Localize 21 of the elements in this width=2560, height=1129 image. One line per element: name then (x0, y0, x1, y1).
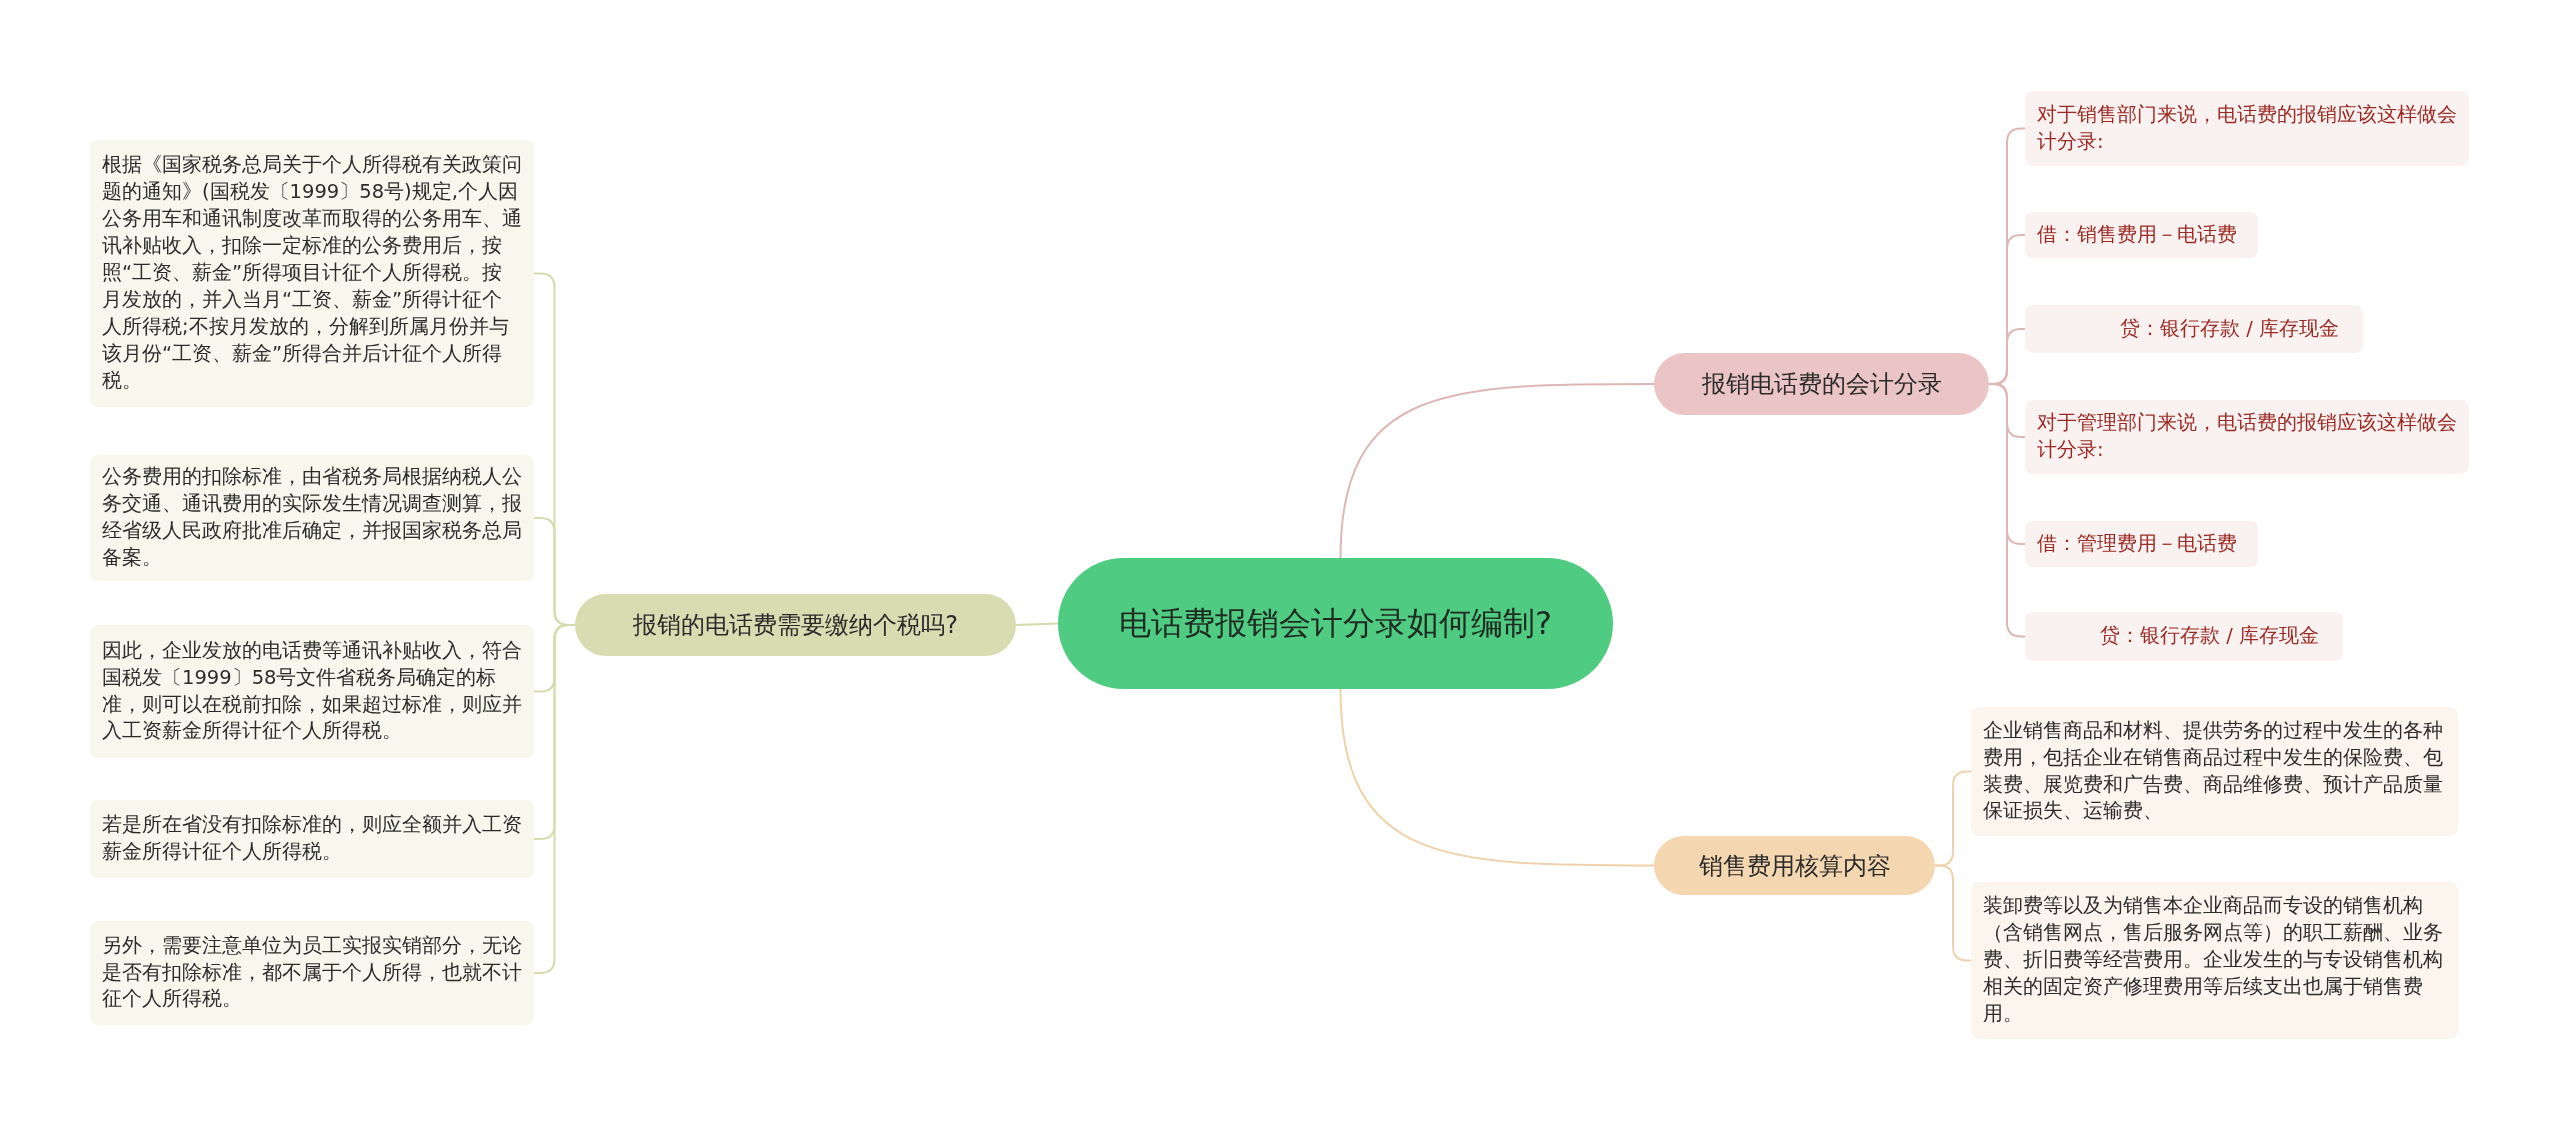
note-card: 贷：银行存款 / 库存现金 (2025, 305, 2363, 353)
note-card: 企业销售商品和材料、提供劳务的过程中发生的各种费用，包括企业在销售商品过程中发生的保险费、包装费、展览费和广告费、商品维修费、预计产品质量保证损失、运输费、 (1971, 707, 2458, 836)
connector (533, 624, 576, 974)
note-card: 对于管理部门来说，电话费的报销应该这样做会计分录: (2025, 400, 2469, 474)
branch-topic: 销售费用核算内容 (1654, 836, 1935, 895)
connector (1015, 622, 1059, 626)
note-card: 公务费用的扣除标准，由省税务局根据纳税人公务交通、通讯费用的实际发生情况调查测算，报经省级人民政府批准后确定，并报国家税务总局备案。 (90, 455, 534, 581)
note-card: 根据《国家税务总局关于个人所得税有关政策问题的通知》(国税发〔1999〕58号)规定,个人因公务用车和通讯制度改革而取得的公务用车、通讯补贴收入，扣除一定标准的公务费用后，按照“工资、薪金”所得项目计征个人所得税。按月发放的，并入当月“工资、薪金”所得计征个人所得税;不按月发放的，分解到所属月份并与该月份“工资、薪金”所得合并后计征个人所得税。 (90, 140, 534, 407)
note-card: 因此，企业发放的电话费等通讯补贴收入，符合国税发〔1999〕58号文件省税务局确定的标准，则可以在税前扣除，如果超过标准，则应并入工资薪金所得计征个人所得税。 (90, 625, 534, 758)
branch-topic: 报销电话费的会计分录 (1654, 353, 1989, 415)
note-card: 借：管理费用－电话费 (2025, 521, 2258, 567)
note-card: 对于销售部门来说，电话费的报销应该这样做会计分录: (2025, 91, 2469, 166)
note-card: 若是所在省没有扣除标准的，则应全额并入工资薪金所得计征个人所得税。 (90, 800, 534, 878)
connector (1339, 688, 1655, 867)
branch-topic: 报销的电话费需要缴纳个税吗? (575, 594, 1016, 656)
central-topic: 电话费报销会计分录如何编制? (1058, 558, 1613, 689)
note-card: 贷：银行存款 / 库存现金 (2025, 612, 2343, 661)
note-card: 装卸费等以及为销售本企业商品而专设的销售机构（含销售网点，售后服务网点等）的职工薪酬、业务费、折旧费等经营费用。企业发生的与专设销售机构相关的固定资产修理费用等后续支出也属于销售费用。 (1971, 882, 2458, 1039)
note-card: 借：销售费用－电话费 (2025, 212, 2258, 258)
note-card: 另外，需要注意单位为员工实报实销部分，无论是否有扣除标准，都不属于个人所得，也就不计征个人所得税。 (90, 921, 534, 1025)
connector (1339, 383, 1655, 559)
